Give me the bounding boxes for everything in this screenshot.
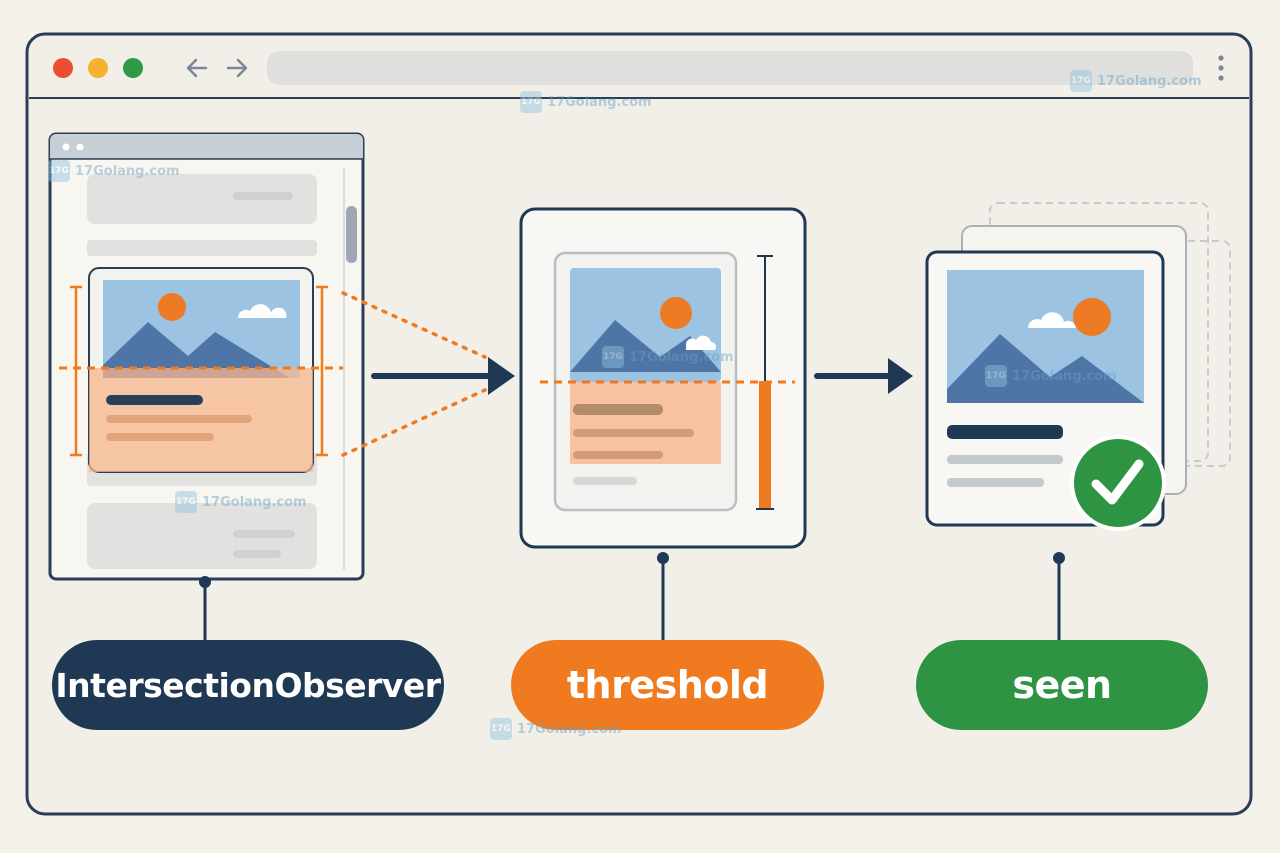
scroll-page-panel xyxy=(48,132,365,581)
connector-threshold xyxy=(657,552,669,641)
sun-icon xyxy=(158,293,186,321)
cloud-icon xyxy=(1028,312,1076,328)
connector-seen xyxy=(1053,552,1065,641)
intersection-observer-label: IntersectionObserver xyxy=(52,640,444,730)
cloud-icon xyxy=(685,335,717,350)
minimize-window-dot[interactable] xyxy=(88,58,108,78)
seen-label: seen xyxy=(916,640,1208,730)
checkmark-icon xyxy=(1091,459,1144,505)
maximize-window-dot[interactable] xyxy=(123,58,143,78)
sun-icon xyxy=(1073,298,1111,336)
seen-badge xyxy=(1070,435,1166,531)
sun-icon xyxy=(660,297,692,329)
address-bar[interactable] xyxy=(267,51,1193,85)
threshold-gauge-fill xyxy=(759,381,771,509)
cloud-icon xyxy=(237,304,287,318)
close-window-dot[interactable] xyxy=(53,58,73,78)
projection-line-top xyxy=(341,291,487,359)
flow-arrow-2 xyxy=(814,358,913,394)
seen-card-stack xyxy=(925,202,1231,531)
forward-arrow-icon[interactable] xyxy=(226,58,248,78)
kebab-menu-icon[interactable] xyxy=(1218,55,1224,81)
projection-line-bottom xyxy=(341,388,487,457)
threshold-label: threshold xyxy=(511,640,824,730)
back-arrow-icon[interactable] xyxy=(186,58,208,78)
scrollbar-thumb[interactable] xyxy=(346,206,357,263)
threshold-panel xyxy=(519,207,807,549)
flow-arrow-1 xyxy=(371,357,515,395)
connector-observer xyxy=(199,576,211,641)
